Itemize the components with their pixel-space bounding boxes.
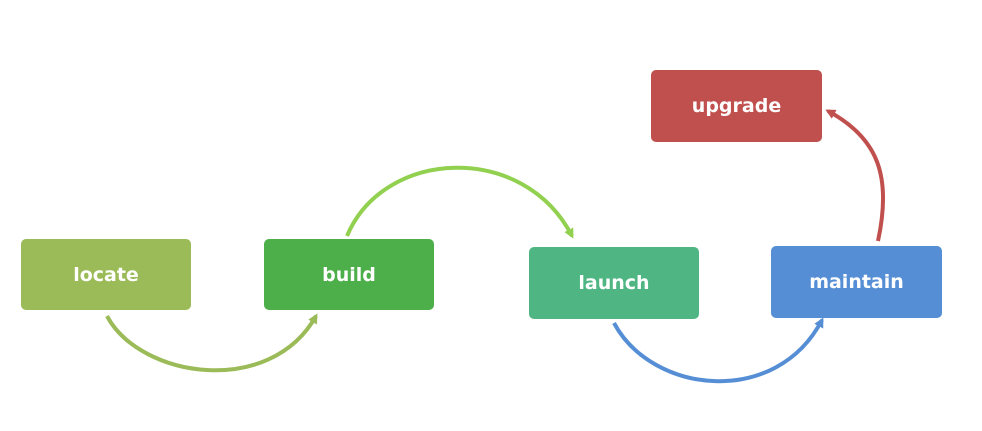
step-maintain-label: maintain bbox=[809, 271, 904, 293]
step-upgrade-label: upgrade bbox=[691, 95, 782, 117]
arrow-maintain-to-upgrade bbox=[825, 109, 886, 242]
step-launch-box: launch bbox=[529, 247, 699, 319]
step-locate-label: locate bbox=[73, 263, 139, 286]
arrow-build-to-launch bbox=[345, 165, 574, 239]
step-launch-label: launch bbox=[578, 272, 650, 294]
step-build-label: build bbox=[322, 263, 376, 286]
arrow-launch-to-maintain bbox=[612, 317, 824, 384]
step-upgrade-box: upgrade bbox=[651, 70, 822, 142]
step-build-box: build bbox=[264, 239, 434, 310]
step-locate-box: locate bbox=[21, 239, 191, 310]
step-maintain-box: maintain bbox=[771, 246, 942, 318]
arrow-locate-to-build bbox=[105, 313, 318, 373]
